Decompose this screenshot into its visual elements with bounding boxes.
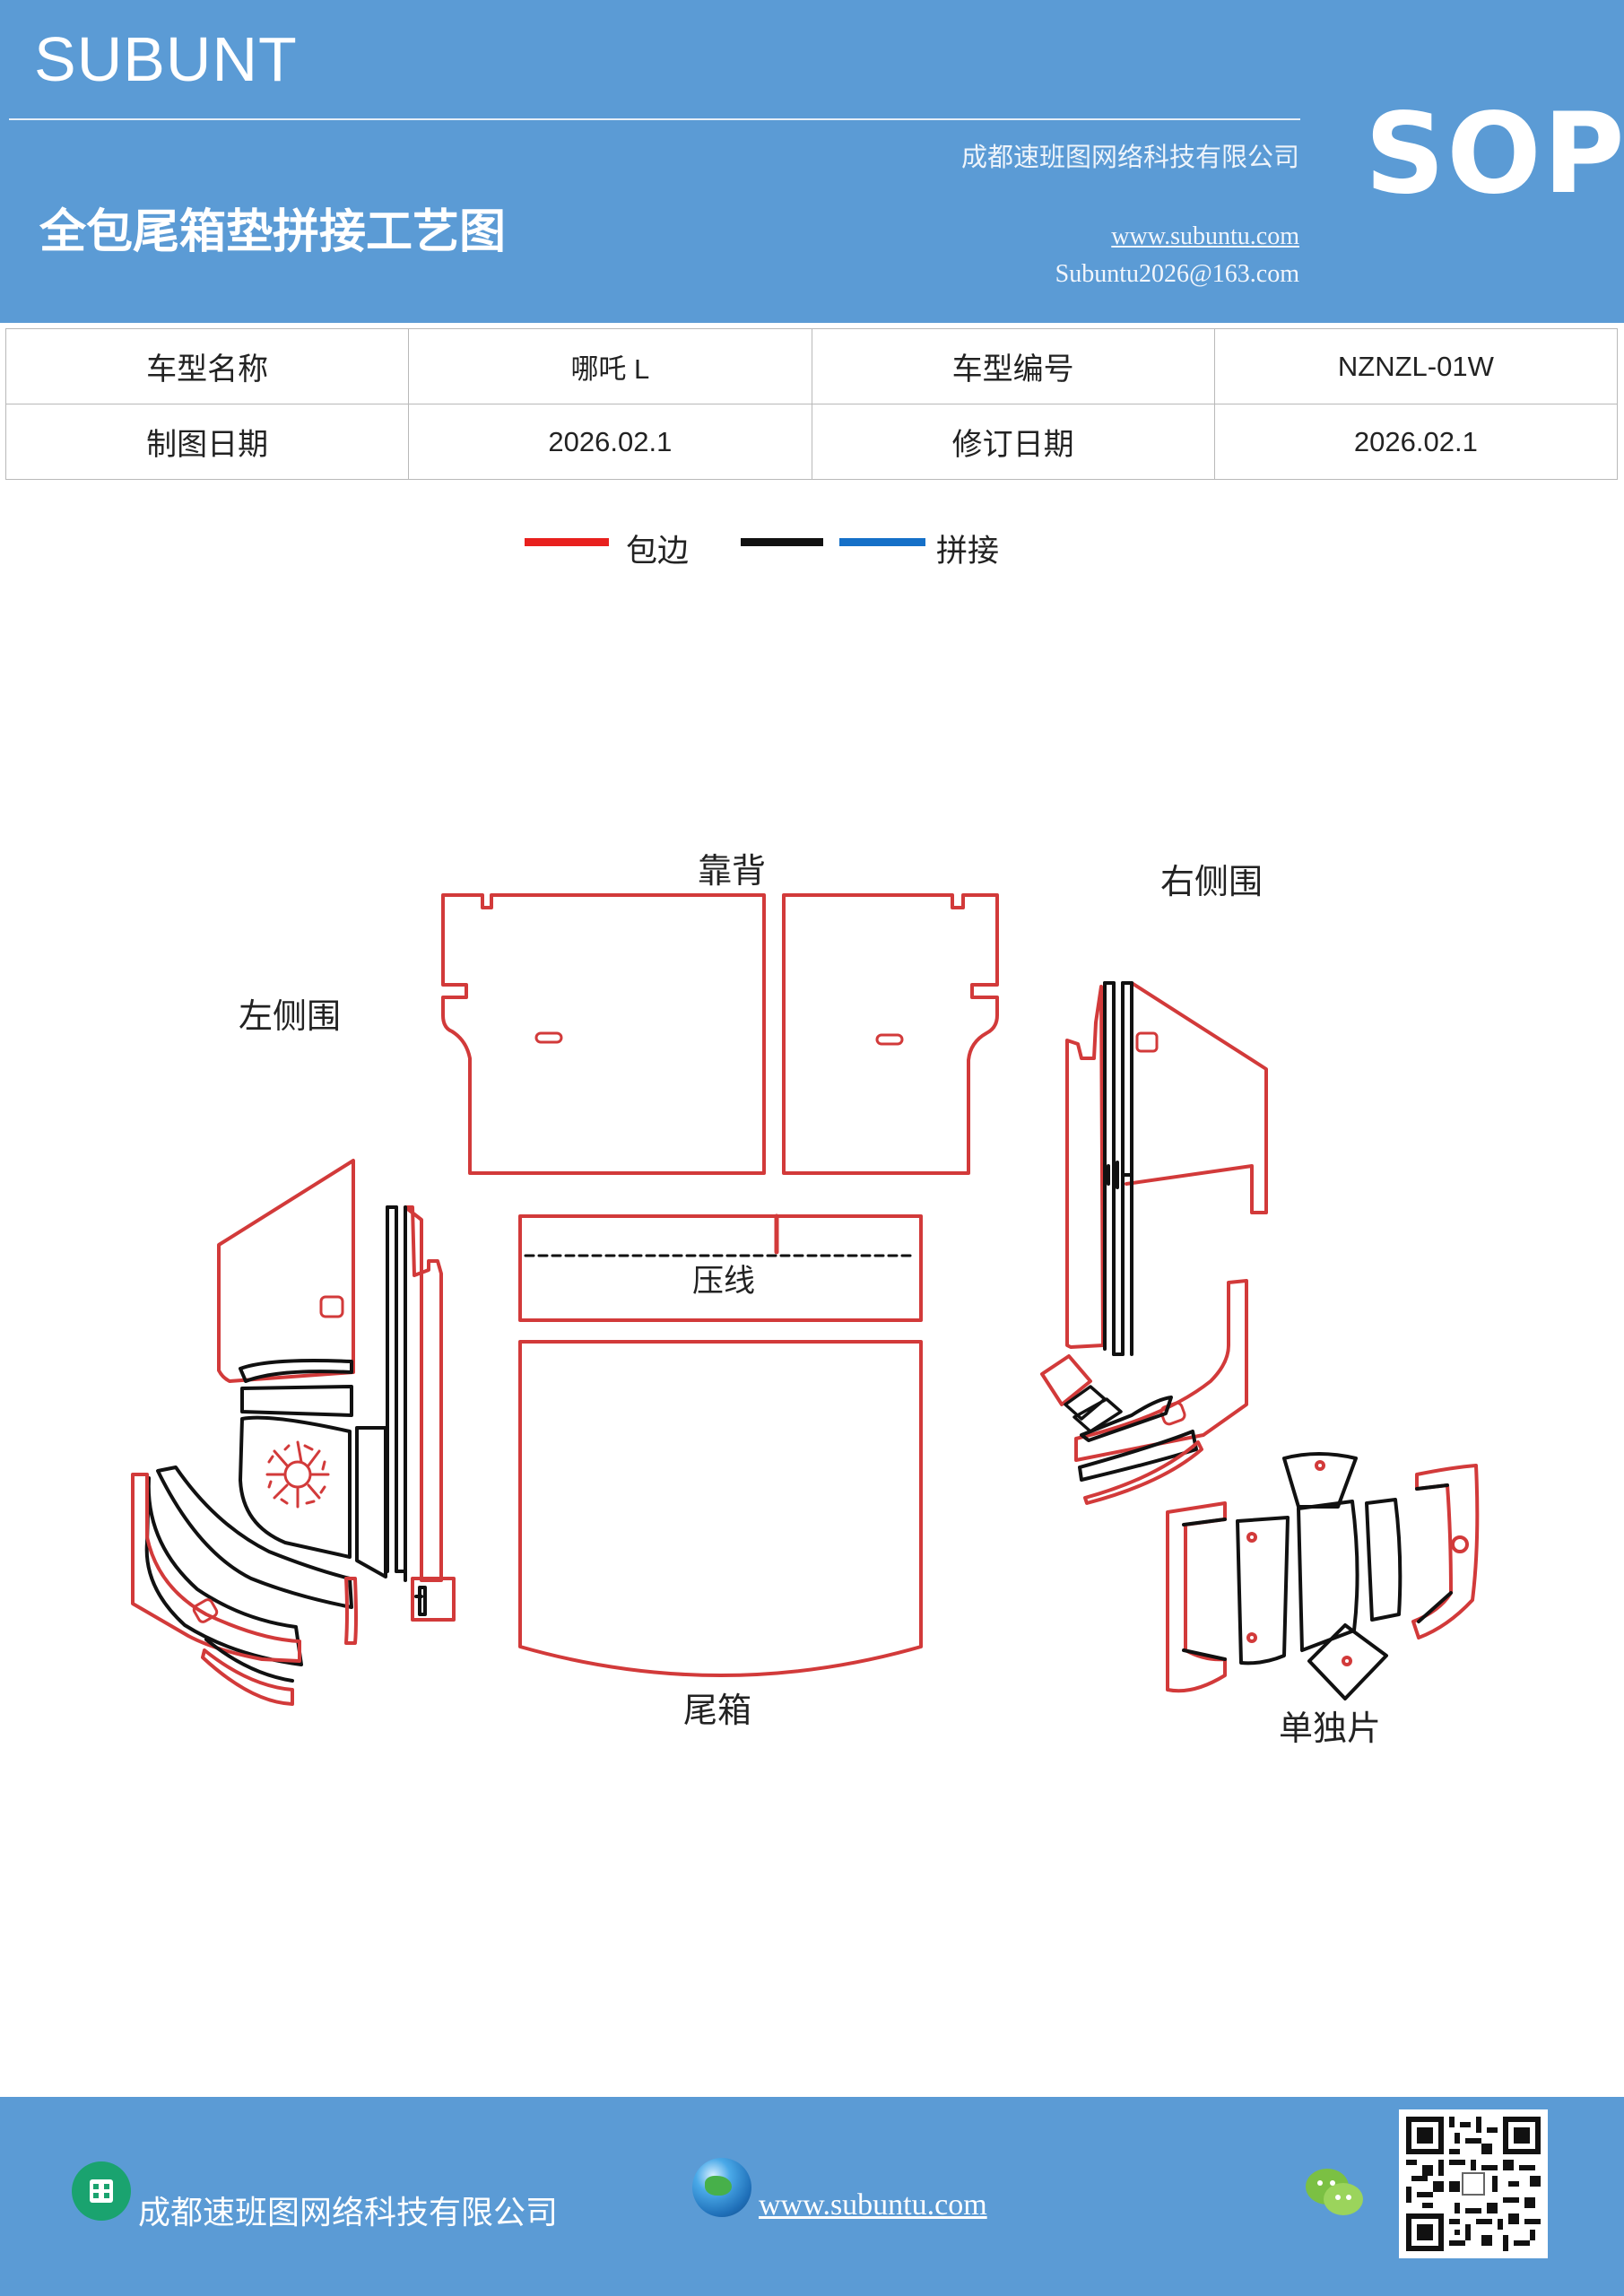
left-side-lower-hole <box>192 1598 219 1623</box>
right-side-main-panel <box>1065 985 1105 1349</box>
right-side-arc-strip-3 <box>1083 1440 1203 1505</box>
right-side-small-block-2 <box>1064 1385 1123 1433</box>
single-piece-bottom-hole <box>1342 1656 1352 1666</box>
label-left-side: 左侧围 <box>239 996 341 1036</box>
table-row: 制图日期 2026.02.1 修订日期 2026.02.1 <box>4 404 1619 480</box>
legend-swatch-splice <box>839 538 925 546</box>
legend-swatch-binding <box>525 538 609 546</box>
right-side-upper-panel <box>1125 981 1268 1214</box>
header-banner: SUBUNT 成都速班图网络科技有限公司 全包尾箱垫拼接工艺图 www.subu… <box>0 0 1624 323</box>
legend-label-binding: 包边 <box>626 534 690 570</box>
single-piece-col-1-hole-top <box>1246 1532 1257 1543</box>
revision-date-label: 修订日期 <box>811 404 1215 480</box>
vehicle-info-table: 车型名称 哪吒 L 车型编号 NZNZL-01W 制图日期 2026.02.1 … <box>4 328 1619 480</box>
legend: 包边 拼接 <box>0 526 1624 570</box>
right-side-small-block <box>1040 1354 1092 1406</box>
single-piece-right-hole <box>1451 1535 1469 1553</box>
model-name-value: 哪吒 L <box>408 328 812 404</box>
left-side-splice-strips <box>386 1205 407 1582</box>
left-side-main-panel <box>404 1205 443 1582</box>
draw-date-label: 制图日期 <box>4 404 410 480</box>
label-backrest: 靠背 <box>698 851 766 891</box>
backrest-right-panel <box>782 893 999 1175</box>
single-piece-top <box>1282 1452 1358 1509</box>
single-piece-col-1 <box>1236 1516 1290 1665</box>
trunk-floor-panel <box>518 1340 923 1677</box>
label-single-pieces: 单独片 <box>1279 1709 1381 1748</box>
left-side-curve-piece-2 <box>144 1476 303 1666</box>
left-side-strip-1 <box>239 1359 353 1383</box>
backrest-left-panel <box>441 893 766 1175</box>
single-piece-col-3 <box>1365 1498 1403 1622</box>
model-code-value: NZNZL-01W <box>1213 328 1619 404</box>
company-name: 成都速班图网络科技有限公司 <box>960 142 1299 172</box>
building-icon <box>72 2161 131 2221</box>
website-link[interactable]: www.subuntu.com <box>1111 222 1299 250</box>
footer-website-link[interactable]: www.subuntu.com <box>759 2188 987 2222</box>
label-right-side: 右侧围 <box>1160 862 1263 901</box>
draw-date-value: 2026.02.1 <box>408 404 812 480</box>
single-piece-top-hole <box>1315 1460 1325 1471</box>
left-side-curve-piece <box>156 1465 353 1609</box>
single-piece-bottom <box>1307 1623 1388 1700</box>
wechat-icon[interactable] <box>1304 2165 1365 2219</box>
revision-date-value: 2026.02.1 <box>1213 404 1619 480</box>
model-code-label: 车型编号 <box>811 328 1215 404</box>
backrest-right-slot <box>875 1033 904 1046</box>
page-title: 全包尾箱垫拼接工艺图 <box>39 204 507 259</box>
single-piece-col-1-hole-bottom <box>1246 1632 1257 1643</box>
sop-badge: SOP <box>1365 90 1624 219</box>
label-press-line: 压线 <box>692 1264 755 1300</box>
right-side-splice-strips <box>1103 981 1133 1356</box>
left-side-bottom-strip-2 <box>204 1638 294 1683</box>
right-side-arc-strip-2 <box>1078 1430 1198 1482</box>
email-address: Subuntu2026@163.com <box>1055 260 1299 288</box>
legend-swatch-outline <box>741 538 823 546</box>
single-piece-left-inner <box>1182 1518 1227 1661</box>
left-side-column-panel <box>355 1426 387 1578</box>
single-piece-right-inner <box>1415 1483 1453 1623</box>
left-side-hole <box>319 1295 344 1318</box>
right-side-hole <box>1135 1031 1159 1053</box>
left-side-upper-panel <box>217 1159 355 1383</box>
left-side-lower-panel <box>131 1473 301 1663</box>
left-side-bottom-strip <box>201 1648 294 1706</box>
right-side-arc-strip <box>1080 1396 1173 1442</box>
single-piece-right <box>1411 1464 1480 1639</box>
left-side-center-panel <box>239 1415 352 1559</box>
single-piece-left <box>1166 1501 1227 1693</box>
left-side-small-block <box>411 1577 456 1622</box>
backrest-left-slot <box>534 1031 563 1044</box>
left-side-curve-3 <box>344 1577 358 1645</box>
sun-emblem-icon <box>265 1440 330 1509</box>
model-name-label: 车型名称 <box>4 328 410 404</box>
brand-name: SUBUNT <box>34 24 298 94</box>
header-divider <box>9 118 1300 120</box>
footer-company-name: 成都速班图网络科技有限公司 <box>138 2195 559 2231</box>
left-side-strip-2 <box>240 1385 353 1417</box>
press-line-strip <box>518 1214 923 1322</box>
left-side-small-block-inner <box>414 1586 427 1616</box>
legend-label-splice: 拼接 <box>936 534 1000 570</box>
globe-icon <box>692 2158 751 2217</box>
right-side-lower-panel <box>1074 1279 1248 1462</box>
label-trunk: 尾箱 <box>683 1691 751 1730</box>
table-row: 车型名称 哪吒 L 车型编号 NZNZL-01W <box>4 328 1619 404</box>
qr-code-icon[interactable] <box>1399 2109 1548 2258</box>
